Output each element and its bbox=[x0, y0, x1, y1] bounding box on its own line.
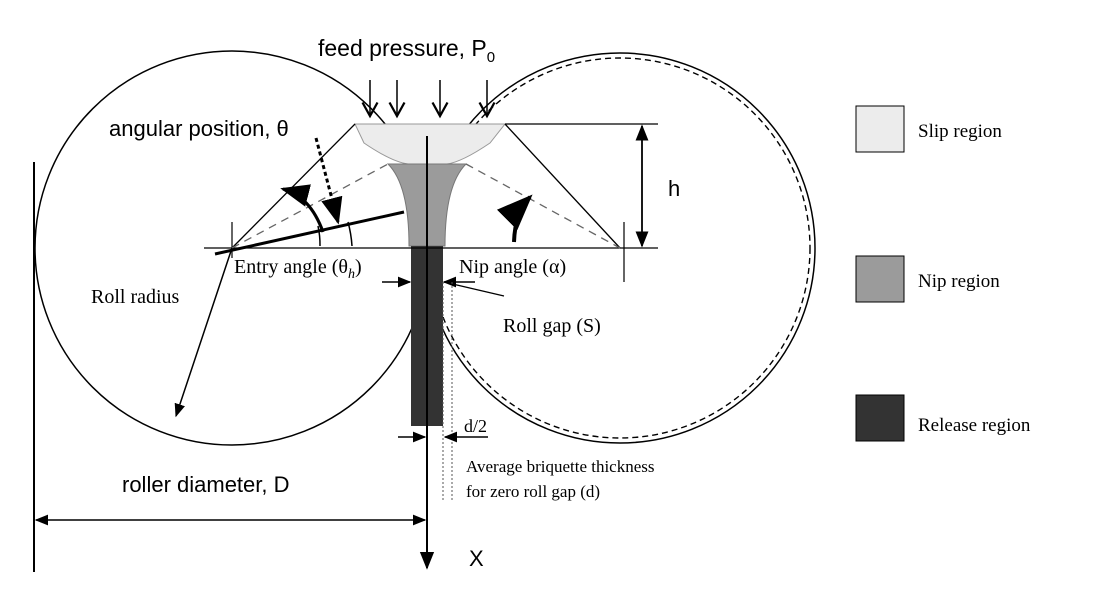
theta-h-arc bbox=[317, 225, 321, 247]
angular-position-pointer bbox=[314, 137, 343, 225]
angular-position-label: angular position, θ bbox=[109, 116, 289, 141]
roll-radius-arrow bbox=[174, 247, 233, 418]
legend-label-release: Release region bbox=[918, 415, 1031, 436]
angular-position-radius bbox=[214, 210, 405, 256]
h-label: h bbox=[668, 176, 680, 201]
legend-swatch-slip bbox=[855, 105, 905, 153]
roll-radius-label: Roll radius bbox=[91, 286, 180, 308]
rotation-arrow-left bbox=[280, 184, 325, 233]
legend-swatch-nip bbox=[855, 255, 905, 303]
avg-thickness-label-line1: Average briquette thickness bbox=[466, 457, 655, 476]
legend-label-nip: Nip region bbox=[918, 271, 1000, 292]
right-nip-dashed-line bbox=[465, 163, 621, 249]
feed-pressure-label: feed pressure, P0 bbox=[318, 35, 495, 66]
theta-arc bbox=[347, 221, 353, 247]
legend-label-slip: Slip region bbox=[918, 121, 1002, 142]
half-thickness-label: d/2 bbox=[464, 416, 487, 436]
rotation-arrow-right bbox=[496, 194, 533, 243]
roll-gap-label: Roll gap (S) bbox=[503, 315, 601, 337]
right-roll-dashed-outline bbox=[429, 57, 811, 439]
avg-thickness-label-line2: for zero roll gap (d) bbox=[466, 482, 600, 501]
nip-angle-label: Nip angle (α) bbox=[459, 256, 566, 278]
slip-region-shape bbox=[354, 123, 507, 165]
roll-gap-leader bbox=[443, 281, 505, 297]
legend-swatch-release bbox=[855, 394, 905, 442]
roller-diameter-label: roller diameter, D bbox=[122, 472, 290, 497]
left-entry-line bbox=[231, 123, 356, 249]
entry-angle-label: Entry angle (θh) bbox=[234, 256, 362, 282]
legend: Slip region Nip region Release region bbox=[855, 105, 1031, 442]
x-axis-label: X bbox=[469, 546, 484, 571]
right-entry-line bbox=[504, 123, 621, 249]
